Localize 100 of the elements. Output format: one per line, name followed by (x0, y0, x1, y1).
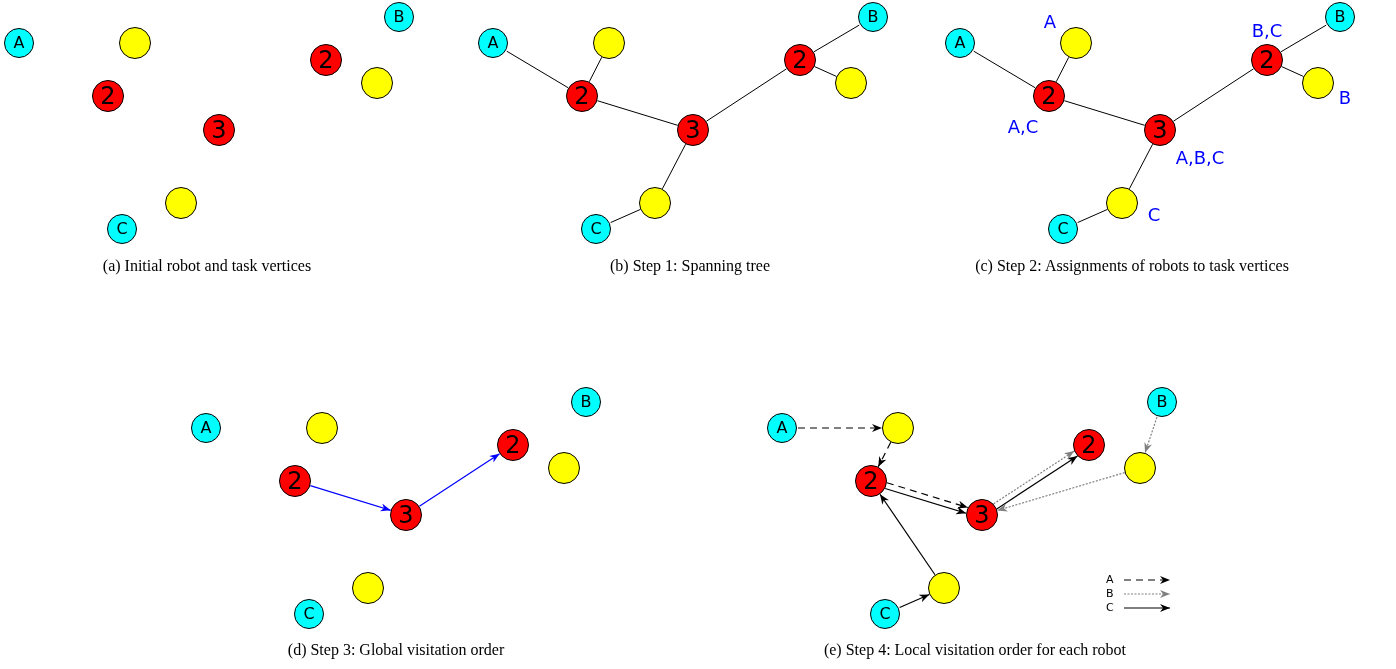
vertex-label: 2 (792, 48, 808, 72)
connector-line (814, 66, 837, 77)
task-vertex-circle (1060, 27, 1092, 59)
legend-label: C (1106, 602, 1114, 613)
robot-vertex (571, 387, 601, 417)
connector-line (1280, 24, 1327, 53)
task-vertex-circle (352, 572, 384, 604)
arrow (899, 593, 930, 609)
vertex-label: 2 (505, 433, 521, 457)
vertex-label: 3 (211, 118, 227, 142)
robot-vertex (4, 28, 34, 58)
assignment-label: A,C (1007, 118, 1039, 136)
robot-vertex (767, 413, 797, 443)
vertex-label: 2 (100, 84, 116, 108)
task-vertex (566, 80, 598, 112)
task-vertex-circle (835, 67, 867, 99)
task-vertex-circle (165, 187, 197, 219)
vertex-label: A (13, 35, 25, 51)
vertex-label: 2 (574, 84, 590, 108)
vertex-label: 2 (287, 469, 303, 493)
arrow (886, 482, 969, 509)
vertex-label: 3 (685, 118, 701, 142)
task-vertex (855, 465, 887, 497)
robot-vertex (191, 413, 221, 443)
task-vertex-circle (639, 187, 671, 219)
connector-line (1128, 143, 1154, 190)
vertex-label: 2 (863, 469, 879, 493)
subfigure-caption: (a) Initial robot and task vertices (102, 257, 312, 275)
subfigure-caption: (e) Step 4: Local visitation order for each robot (823, 641, 1127, 659)
robot-vertex (870, 599, 900, 629)
robot-vertex (1048, 214, 1078, 244)
subfigure-caption: (c) Step 2: Assignments of robots to task vertices (975, 257, 1289, 275)
connector-line (705, 68, 788, 122)
legend-label: A (1106, 574, 1114, 585)
vertex-label: 2 (318, 48, 334, 72)
robot-vertex (945, 28, 975, 58)
task-vertex-circle (1106, 187, 1138, 219)
task-vertex-circle (306, 412, 338, 444)
task-vertex (1073, 429, 1105, 461)
task-vertex-circle (882, 412, 914, 444)
subfigure-caption: (b) Step 1: Spanning tree (610, 257, 770, 275)
arrow (884, 487, 967, 515)
task-vertex-circle (361, 67, 393, 99)
task-vertex-circle (119, 27, 151, 59)
assignment-label: B,C (1251, 22, 1283, 40)
vertex-label: 3 (398, 503, 414, 527)
vertex-label: C (879, 606, 891, 622)
connector-line (1172, 68, 1255, 122)
connector-line (661, 143, 687, 190)
robot-vertex (1325, 2, 1355, 32)
task-vertex-circle (1302, 67, 1334, 99)
assignment-label: A (1043, 13, 1057, 31)
robot-vertex (1147, 387, 1177, 417)
task-vertex-circle (593, 27, 625, 59)
task-vertex (1251, 44, 1283, 76)
legend-label: B (1106, 588, 1114, 599)
connector-line (506, 50, 569, 89)
arrow (418, 453, 501, 507)
vertex-label: A (954, 35, 966, 51)
connector-line (973, 50, 1036, 89)
task-vertex (1144, 114, 1176, 146)
task-vertex (310, 44, 342, 76)
vertex-label: A (487, 35, 499, 51)
task-vertex-circle (548, 452, 580, 484)
task-vertex (966, 499, 998, 531)
connector-line (596, 100, 679, 126)
vertex-label: B (1156, 394, 1168, 410)
task-vertex (279, 465, 311, 497)
vertex-label: 2 (1081, 433, 1097, 457)
robot-vertex (107, 214, 137, 244)
robot-vertex (858, 2, 888, 32)
arrow (309, 485, 392, 512)
vertex-label: B (580, 394, 592, 410)
task-vertex (497, 429, 529, 461)
vertex-label: 3 (1152, 118, 1168, 142)
vertex-label: 2 (1259, 48, 1275, 72)
subfigure-caption: (d) Step 3: Global visitation order (287, 641, 505, 659)
task-vertex (1033, 80, 1065, 112)
task-vertex (677, 114, 709, 146)
assignment-label: A,B,C (1175, 149, 1225, 167)
connector-line (1063, 100, 1146, 126)
arrow (879, 493, 936, 576)
arrow (797, 424, 883, 432)
arrow (996, 471, 1126, 512)
vertex-label: B (1334, 9, 1346, 25)
robot-vertex (478, 28, 508, 58)
arrow (1144, 416, 1158, 454)
task-vertex (784, 44, 816, 76)
task-vertex (203, 114, 235, 146)
assignment-label: C (1147, 206, 1161, 224)
vertex-label: A (200, 420, 212, 436)
task-vertex-circle (928, 572, 960, 604)
vertex-label: 3 (974, 503, 990, 527)
arrow (877, 441, 892, 468)
task-vertex-circle (1124, 452, 1156, 484)
vertex-label: B (393, 9, 405, 25)
vertex-label: B (867, 9, 879, 25)
connector-line (1055, 56, 1070, 83)
vertex-label: A (776, 420, 788, 436)
robot-vertex (294, 599, 324, 629)
